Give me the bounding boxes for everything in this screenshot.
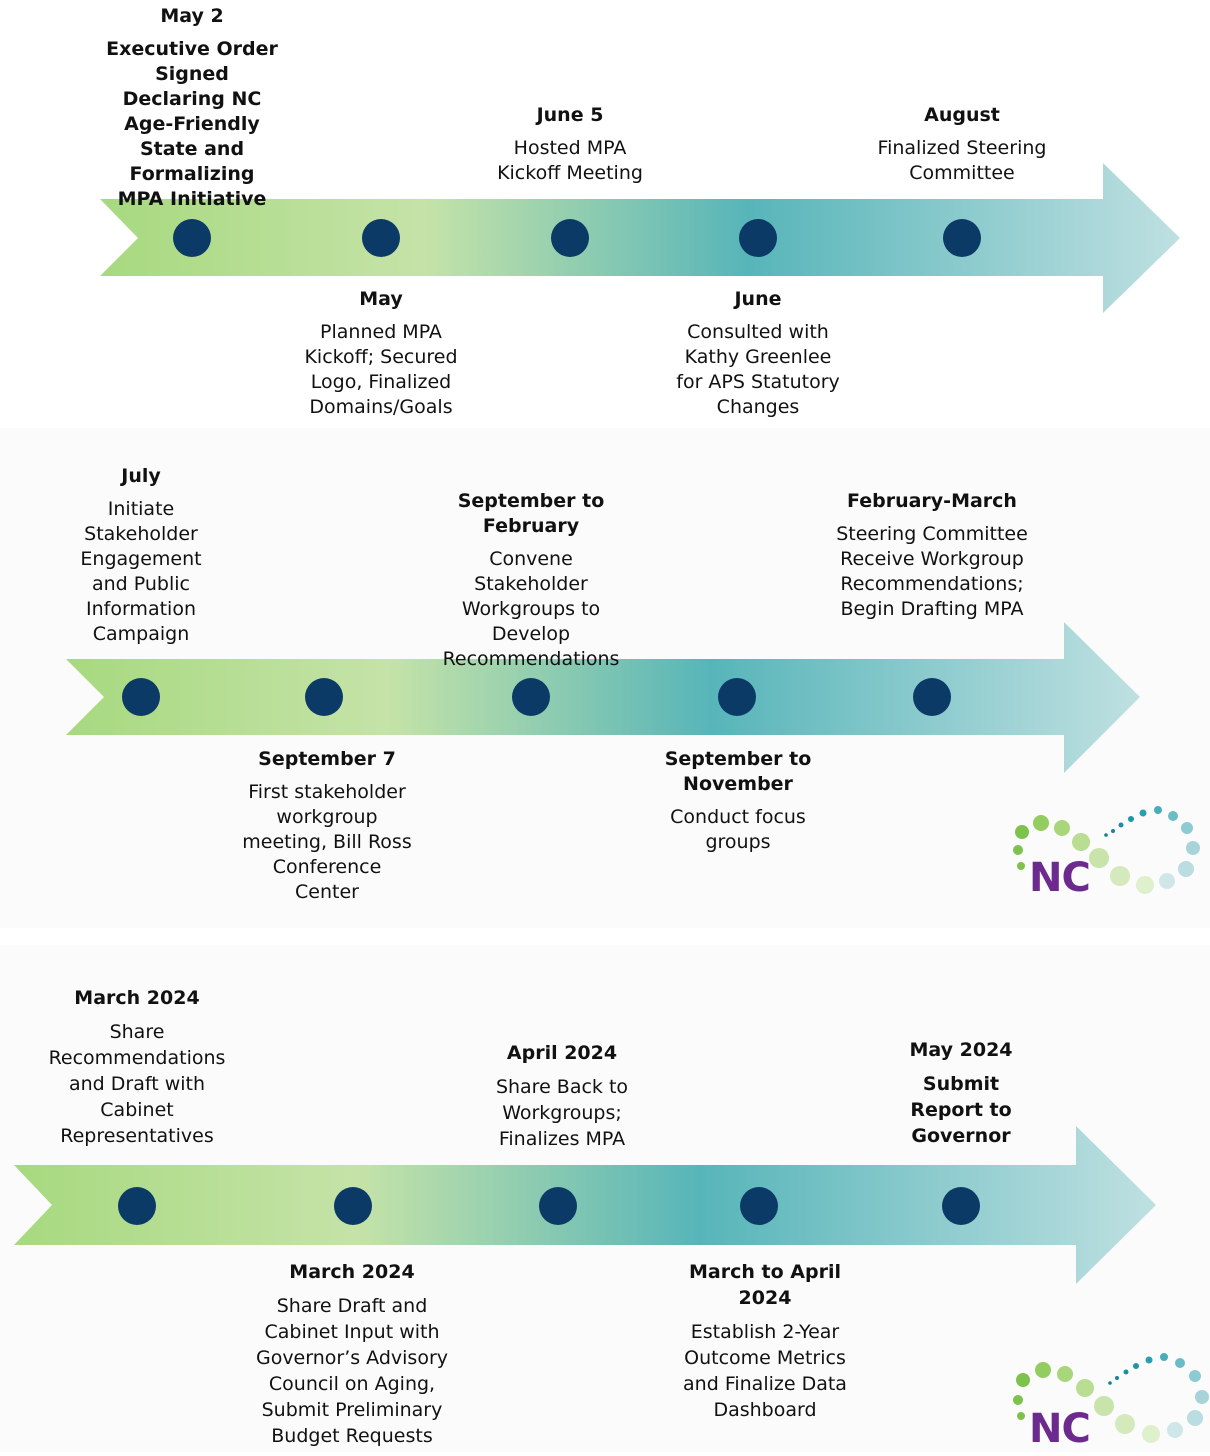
event-label: August Finalized Steering Committee	[872, 103, 1052, 186]
event-label: May 2024 Submit Report to Governor	[901, 1037, 1021, 1149]
event-date: February-March	[847, 490, 1017, 512]
event-label: June 5 Hosted MPA Kickoff Meeting	[490, 103, 650, 186]
event-label: September 7 First stakeholder workgroup …	[240, 747, 415, 905]
event-date: May	[359, 288, 403, 310]
nc-logo: NC	[1005, 1346, 1210, 1452]
timeline-dot	[943, 219, 981, 257]
event-date: May 2024	[909, 1039, 1013, 1061]
event-text: Planned MPA Kickoff; Secured Logo, Final…	[304, 321, 458, 418]
event-text: Submit Report to Governor	[910, 1073, 1012, 1147]
timeline-dot	[173, 219, 211, 257]
event-date: September 7	[258, 748, 396, 770]
event-date: May 2	[160, 5, 224, 27]
timeline-dot	[305, 678, 343, 716]
event-label: May 2 Executive Order Signed Declaring N…	[105, 4, 280, 212]
timeline-arrow-row-3	[14, 1126, 1156, 1284]
event-text: Steering Committee Receive Workgroup Rec…	[836, 523, 1028, 620]
event-label: July Initiate Stakeholder Engagement and…	[76, 464, 206, 647]
event-text: Convene Stakeholder Workgroups to Develo…	[442, 548, 620, 670]
event-date: April 2024	[506, 1042, 618, 1064]
event-label: March to April 2024 Establish 2-Year Out…	[680, 1259, 850, 1423]
event-date: March 2024	[74, 987, 200, 1009]
timeline-dot	[913, 678, 951, 716]
event-text: Initiate Stakeholder Engagement and Publ…	[80, 498, 202, 645]
timeline-dot	[122, 678, 160, 716]
nc-logo-text: NC	[1029, 855, 1091, 901]
event-text: Conduct focus groups	[670, 806, 806, 853]
nc-logo: NC	[1005, 800, 1205, 905]
event-label: September to November Conduct focus grou…	[663, 747, 813, 855]
event-text: Finalized Steering Committee	[877, 137, 1047, 184]
timeline-dot	[539, 1187, 577, 1225]
event-date: June	[734, 288, 782, 310]
timeline-dot	[334, 1187, 372, 1225]
event-date: June 5	[536, 104, 604, 126]
timeline-arrow-row-2	[66, 622, 1140, 773]
nc-logo-dots	[1013, 1353, 1209, 1443]
event-text: Establish 2-Year Outcome Metrics and Fin…	[683, 1321, 847, 1421]
timeline-dot	[740, 1187, 778, 1225]
timeline-dot	[362, 219, 400, 257]
nc-logo-text: NC	[1029, 1406, 1091, 1452]
event-label: June Consulted with Kathy Greenlee for A…	[673, 287, 843, 420]
event-label: February-March Steering Committee Receiv…	[832, 489, 1032, 622]
event-text: Share Draft and Cabinet Input with Gover…	[255, 1295, 449, 1447]
timeline-dot	[942, 1187, 980, 1225]
event-label: April 2024 Share Back to Workgroups; Fin…	[477, 1040, 647, 1152]
event-date: March to April 2024	[689, 1261, 841, 1309]
event-label: May Planned MPA Kickoff; Secured Logo, F…	[301, 287, 461, 420]
timeline-arrow-row-1	[100, 163, 1180, 313]
event-text: Share Back to Workgroups; Finalizes MPA	[495, 1076, 629, 1150]
event-date: August	[924, 104, 1000, 126]
event-text: Consulted with Kathy Greenlee for APS St…	[676, 321, 840, 418]
event-label: March 2024 Share Draft and Cabinet Input…	[247, 1259, 457, 1449]
event-text: First stakeholder workgroup meeting, Bil…	[242, 781, 412, 903]
timeline-dot	[118, 1187, 156, 1225]
nc-logo-dots	[1013, 806, 1200, 894]
timeline-dot	[718, 678, 756, 716]
event-text: Share Recommendations and Draft with Cab…	[48, 1021, 226, 1147]
event-label: September to February Convene Stakeholde…	[431, 489, 631, 672]
event-date: March 2024	[289, 1261, 415, 1283]
event-date: September to November	[664, 748, 812, 795]
event-text: Hosted MPA Kickoff Meeting	[497, 137, 643, 184]
event-label: March 2024 Share Recommendations and Dra…	[37, 985, 237, 1149]
timeline-dot	[551, 219, 589, 257]
timeline-dot	[512, 678, 550, 716]
event-text: Executive Order Signed Declaring NC Age-…	[106, 38, 278, 210]
timeline-dot	[739, 219, 777, 257]
event-date: September to February	[457, 490, 605, 537]
event-date: July	[121, 465, 161, 487]
